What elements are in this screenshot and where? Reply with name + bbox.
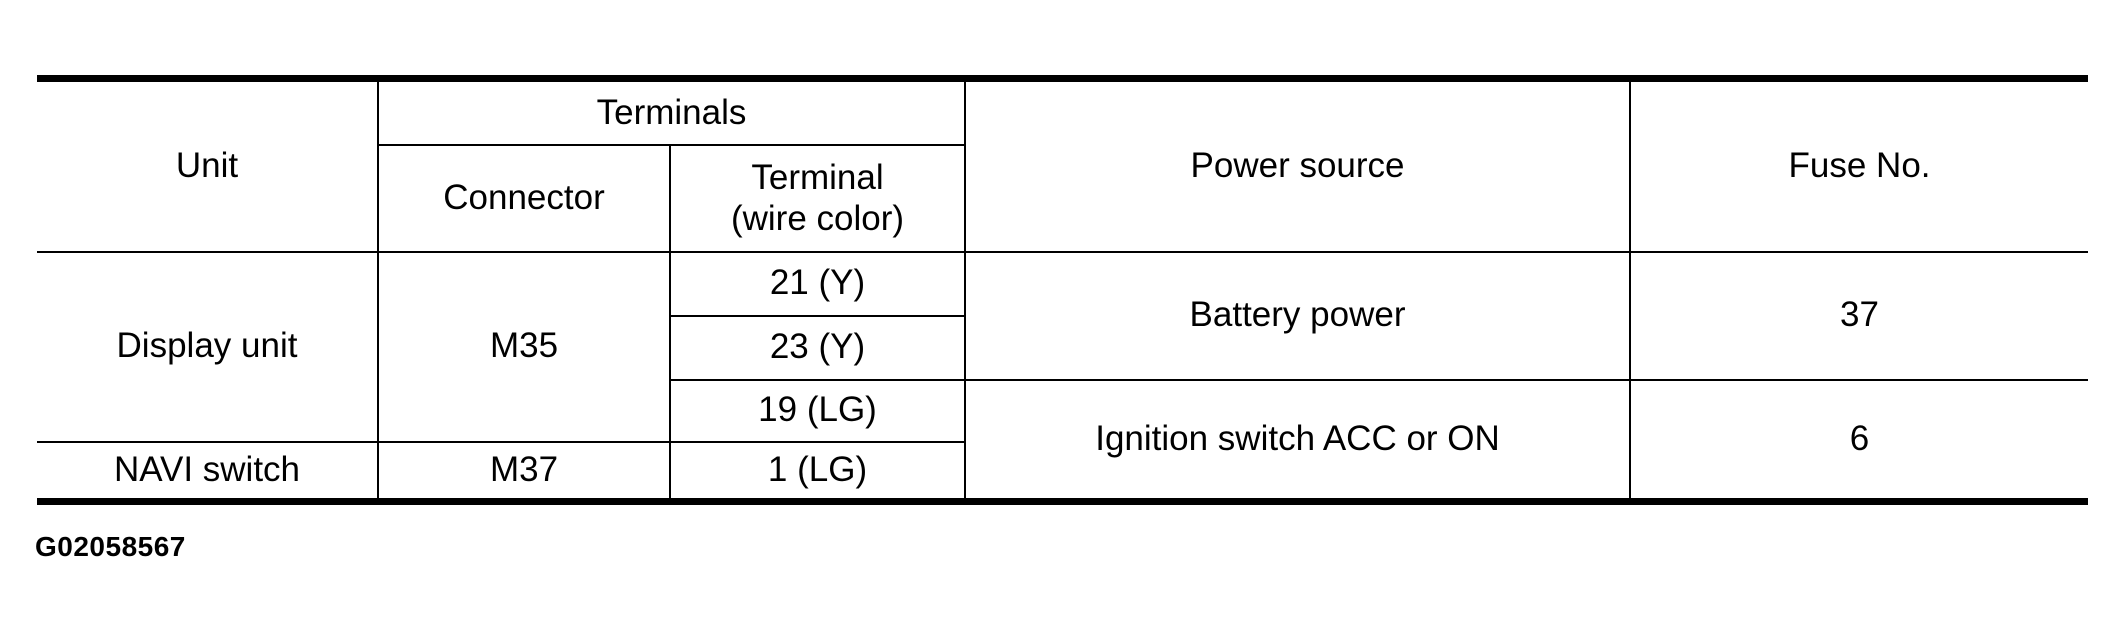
ignition-switch-cell: Ignition switch ACC or ON: [965, 379, 1632, 502]
fuse-37-cell: 37: [1630, 251, 2089, 381]
power-supply-table: Unit Terminals Power source Fuse No. Con…: [37, 75, 2089, 505]
connector-header-cell: Connector: [378, 144, 671, 253]
terminal-1-cell: 1 (LG): [670, 440, 967, 502]
power-source-header-cell: Power source: [965, 78, 1632, 253]
navi-switch-cell: NAVI switch: [37, 440, 379, 502]
terminal-19-cell: 19 (LG): [670, 379, 967, 442]
connector-m35-cell: M35: [378, 251, 671, 443]
figure-id-caption: G02058567: [35, 531, 186, 562]
terminal-header-line2: (wire color): [730, 199, 905, 238]
battery-power-cell: Battery power: [965, 251, 1632, 381]
fuse-no-header-cell: Fuse No.: [1630, 78, 2089, 253]
terminals-header-cell: Terminals: [378, 78, 967, 146]
fuse-6-cell: 6: [1630, 379, 2089, 502]
connector-m37-cell: M37: [378, 440, 671, 502]
terminal-wire-color-header-cell: Terminal (wire color): [670, 144, 967, 253]
unit-header-cell: Unit: [37, 78, 379, 253]
terminal-header-line1: Terminal: [751, 158, 884, 197]
display-unit-cell: Display unit: [37, 251, 379, 443]
terminal-23-cell: 23 (Y): [670, 315, 967, 381]
terminal-21-cell: 21 (Y): [670, 251, 967, 317]
